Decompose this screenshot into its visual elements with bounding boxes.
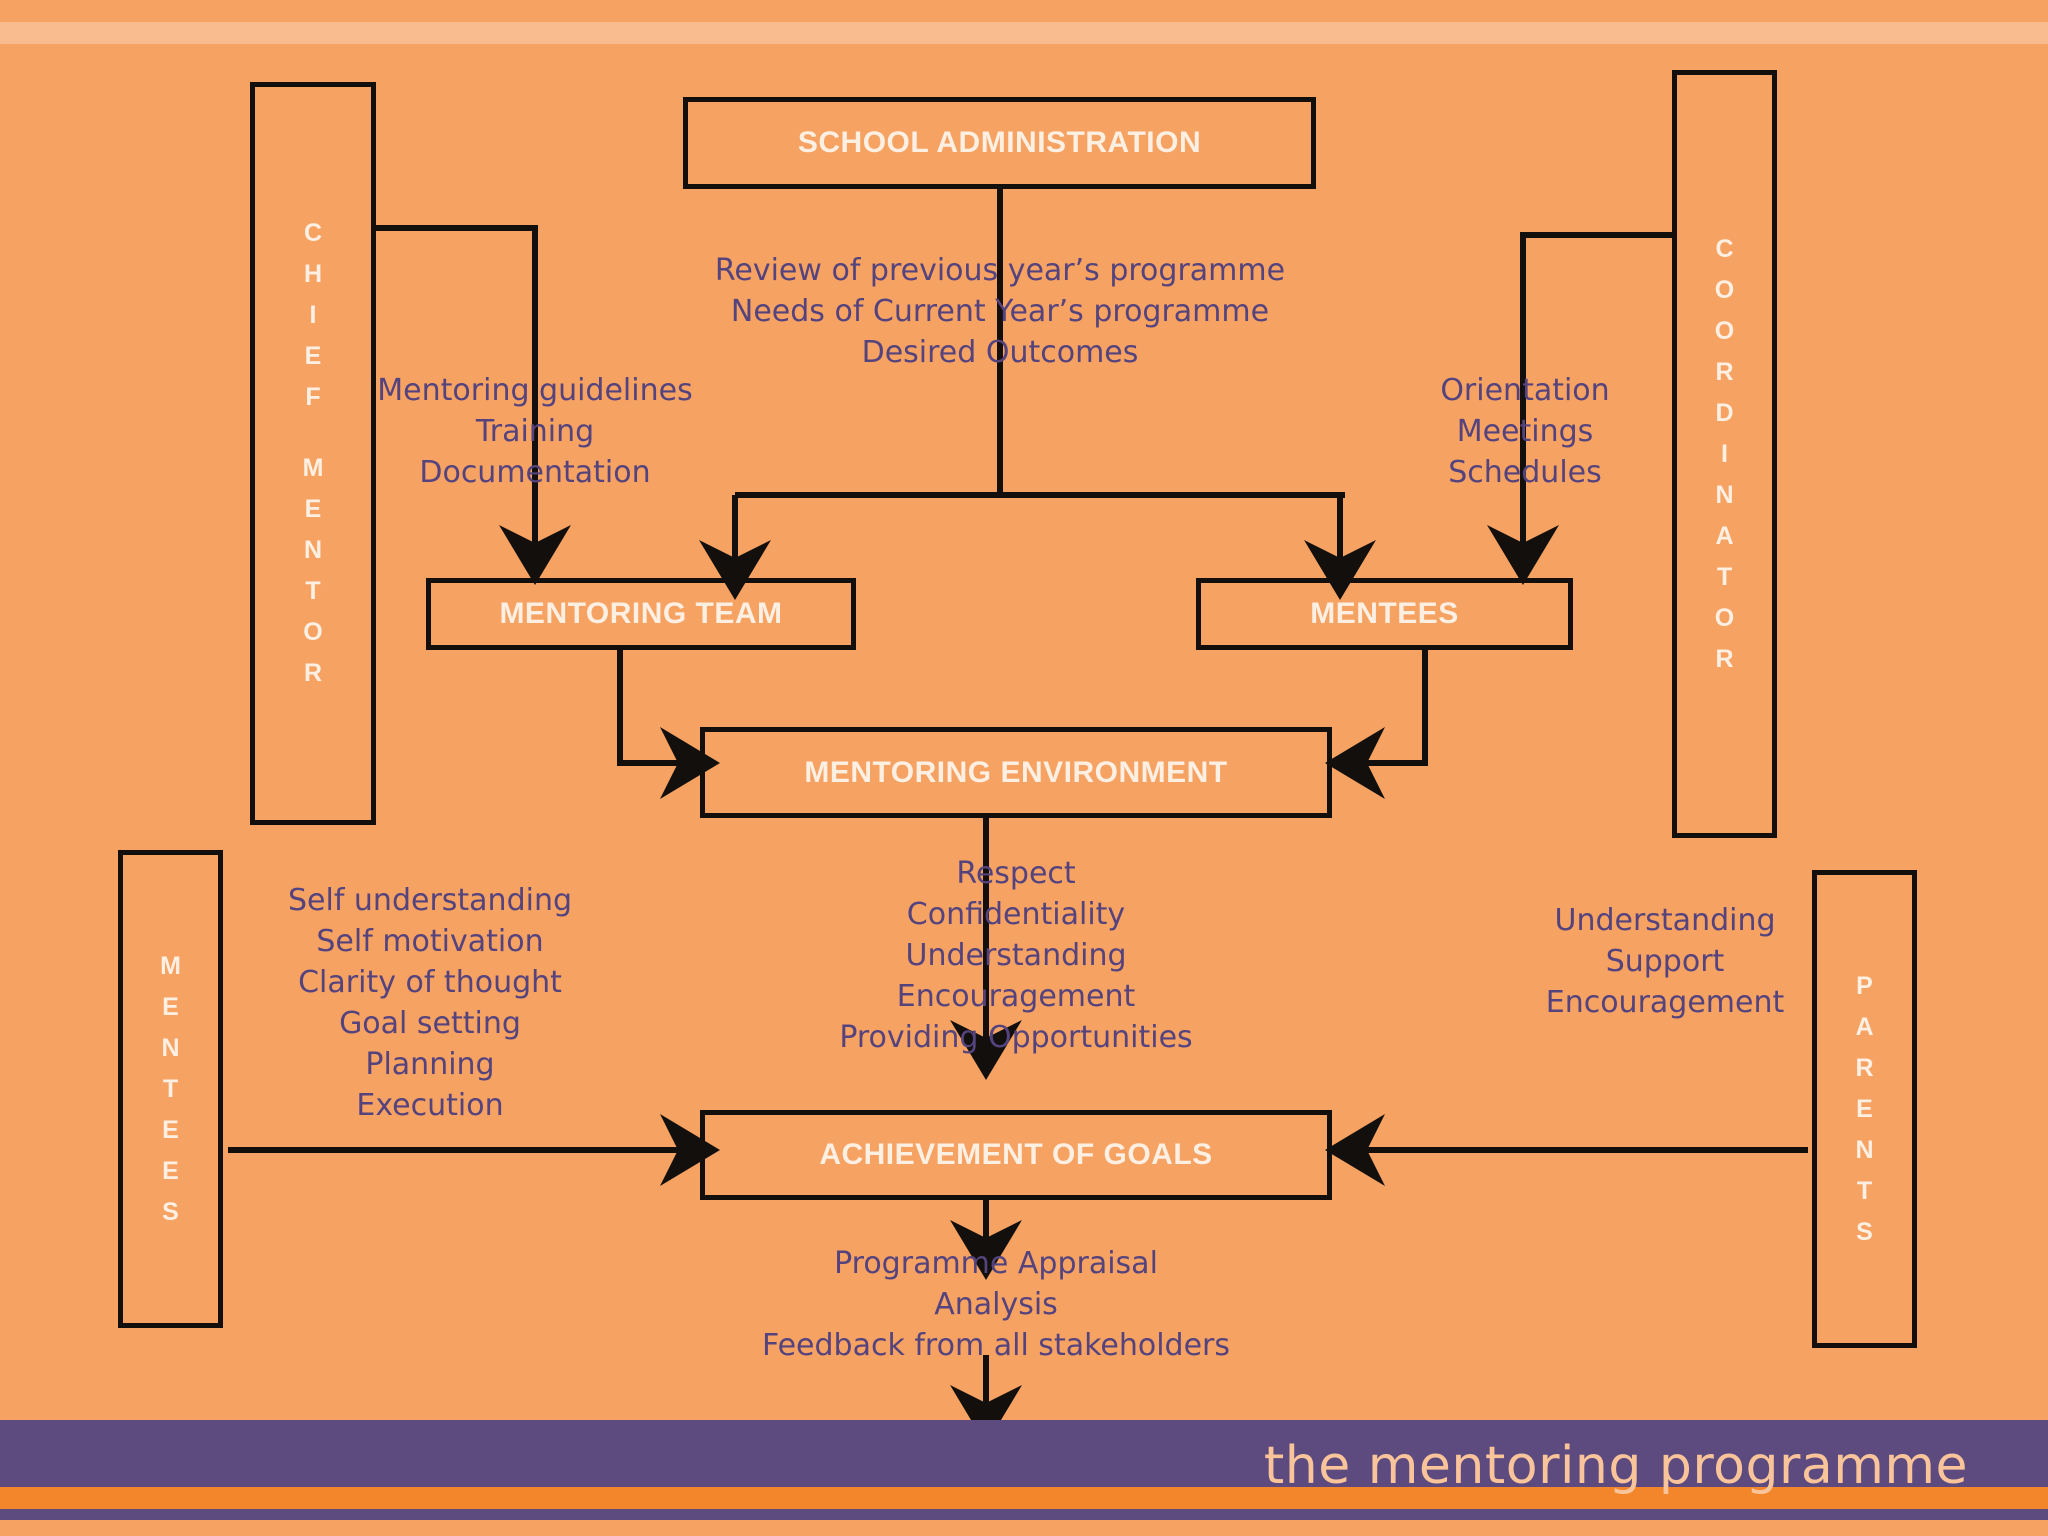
footer-accent-stripe [0, 1487, 2048, 1509]
mentoring-team-box[interactable]: MENTORING TEAM [426, 578, 856, 650]
mentoring-environment-values-note: Respect Confidentiality Understanding En… [839, 856, 1193, 1055]
school-administration-box[interactable]: SCHOOL ADMINISTRATION [683, 97, 1316, 189]
footer-title: the mentoring programme [1263, 1436, 1968, 1496]
mentees-label: MENTEES [1310, 597, 1459, 630]
mentoring-environment-box[interactable]: MENTORING ENVIRONMENT [700, 727, 1332, 818]
wire-team-to-environment [617, 650, 720, 799]
appraisal-outputs-note: Programme Appraisal Analysis Feedback fr… [761, 1246, 1231, 1363]
mentee-qualities-note: Self understanding Self motivation Clari… [287, 883, 573, 1123]
mentees-box[interactable]: MENTEES [1196, 578, 1573, 650]
school-administration-label: SCHOOL ADMINISTRATION [797, 126, 1202, 159]
mentoring-environment-label: MENTORING ENVIRONMENT [804, 755, 1228, 789]
school-admin-outputs-note: Review of previous year’s programme Need… [714, 253, 1286, 370]
achievement-of-goals-label: ACHIEVEMENT OF GOALS [819, 1138, 1213, 1171]
wire-mentees-to-environment [1325, 650, 1428, 799]
achievement-of-goals-box[interactable]: ACHIEVEMENT OF GOALS [700, 1110, 1332, 1200]
coordinator-outputs-note: Orientation Meetings Schedules [1440, 373, 1610, 490]
parent-qualities-note: Understanding Support Encouragement [1545, 903, 1785, 1020]
chief-mentor-outputs-note: Mentoring guidelines Training Documentat… [377, 373, 693, 490]
mentoring-team-label: MENTORING TEAM [499, 597, 783, 630]
top-accent-stripe [0, 22, 2048, 44]
